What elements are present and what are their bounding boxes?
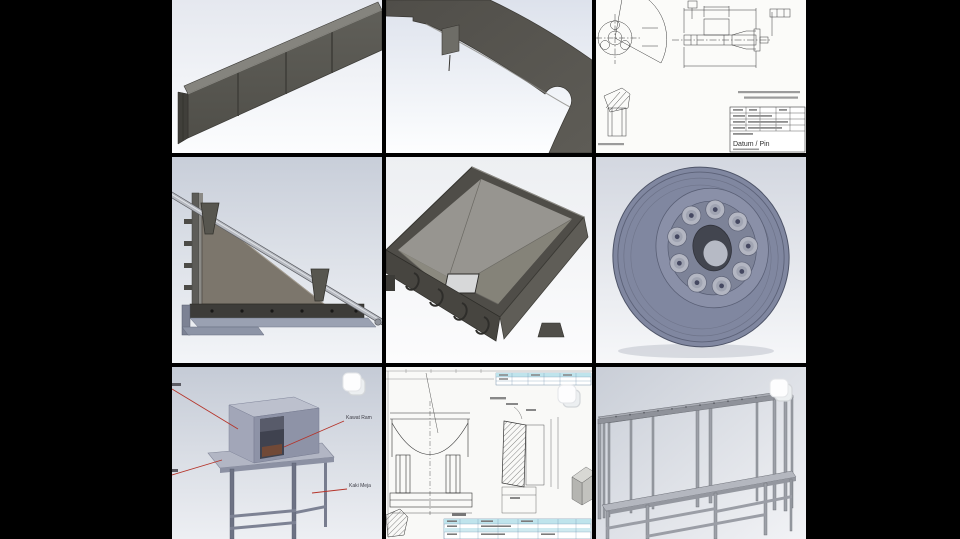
- tile-stand-render[interactable]: Kawat Ram Kaki Meja: [172, 367, 382, 539]
- rail-perforations: [615, 396, 757, 418]
- tile-hopper-render[interactable]: [386, 157, 592, 363]
- cad-render-frame-rack: [596, 367, 806, 539]
- illegible-note-text: [598, 91, 800, 146]
- frame-posts: [597, 389, 794, 520]
- stack-icon: [342, 372, 366, 396]
- stack-icon: [769, 378, 793, 402]
- letterbox-right: [806, 0, 960, 539]
- annotation-leader-lines: [172, 388, 348, 494]
- letterbox-left: [0, 0, 172, 539]
- title-block: [443, 518, 592, 539]
- tile-gusset-rod-render[interactable]: [172, 157, 382, 363]
- tile-saddle-drawing[interactable]: [386, 367, 592, 539]
- annotation-table-leg: Kaki Meja: [349, 483, 371, 489]
- revision-strip: [495, 372, 592, 386]
- cad-render-pulley: [596, 157, 806, 363]
- cad-render-stand: Kawat Ram Kaki Meja: [172, 367, 382, 539]
- tile-frame-rack-render[interactable]: [596, 367, 806, 539]
- drawing-linework: [596, 0, 791, 137]
- tile-datum-pin-drawing[interactable]: Datum / Pin: [596, 0, 806, 153]
- iso-part-thumbnail: [571, 466, 592, 506]
- cad-render-curved-member: [386, 0, 592, 153]
- tile-ribbed-plate-render[interactable]: [172, 0, 382, 153]
- title-block-title: Datum / Pin: [733, 141, 770, 148]
- title-block: Datum / Pin: [729, 106, 806, 153]
- cad-render-hopper: [386, 157, 592, 363]
- taper-lock-bolts: [667, 199, 759, 296]
- tile-pulley-render[interactable]: [596, 157, 806, 363]
- engineering-drawing-saddle: [386, 367, 592, 539]
- stack-icon: [557, 384, 581, 408]
- pulley-body: [612, 166, 790, 348]
- image-gallery-grid: Datum / Pin: [172, 0, 806, 539]
- annotation-wire-mesh: Kawat Ram: [346, 415, 372, 421]
- cad-render-ribbed-plate: [172, 0, 382, 153]
- section-view: [490, 397, 559, 514]
- hopper-clamp-hooks: [405, 272, 490, 335]
- tile-curved-member-render[interactable]: [386, 0, 592, 153]
- cad-render-gusset-rod: [172, 157, 382, 363]
- engineering-drawing-datum-pin: Datum / Pin: [596, 0, 806, 153]
